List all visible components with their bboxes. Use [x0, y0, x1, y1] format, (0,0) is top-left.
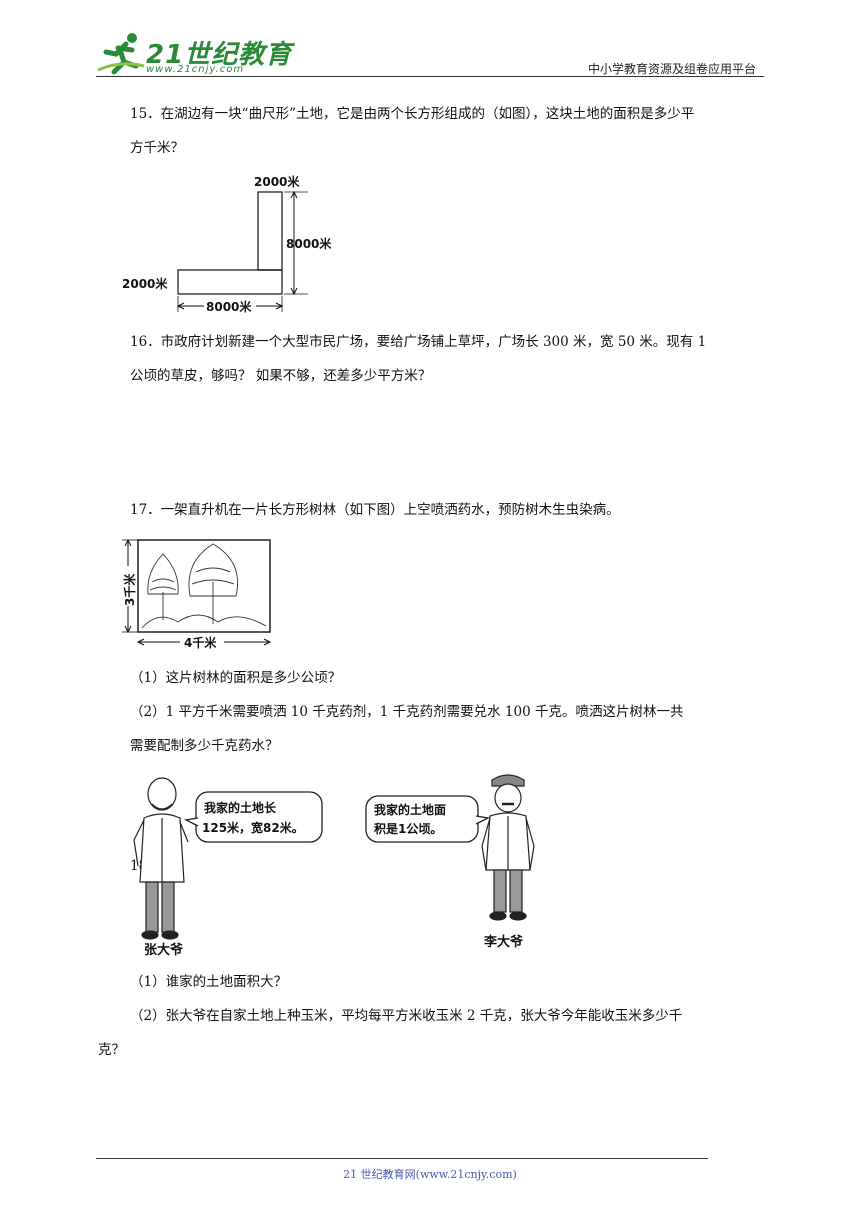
footer-divider — [96, 1158, 708, 1159]
q17-forest-rect — [137, 539, 271, 633]
q15-label-left: 2000米 — [122, 276, 168, 291]
tree-icon — [141, 543, 267, 629]
logo-url: www.21cnjy.com — [146, 64, 245, 75]
q17-sub2-line2: 需要配制多少千克药水？ — [130, 738, 279, 754]
q17-forest-diagram: 3千米 4千米 — [120, 538, 272, 650]
q15-text-line1: 15．在湖边有一块“曲尺形”土地，它是由两个长方形组成的（如图），这块土地的面积… — [130, 106, 695, 122]
q15-horizontal-rect — [177, 269, 283, 295]
q18-sub1: （1）谁家的土地面积大？ — [130, 974, 288, 990]
bubble2-line1: 我家的土地面 — [374, 802, 446, 817]
q17-label-side: 3千米 — [122, 573, 137, 606]
q16-text-line2: 公顷的草皮，够吗？ 如果不够，还差多少平方米？ — [130, 368, 432, 384]
q15-lshape-diagram: 2000米 8000米 2000米 8000米 — [122, 174, 332, 314]
q18-sub2-line2: 克？ — [98, 1042, 125, 1058]
old-man-li-icon — [481, 774, 535, 921]
q16-text-line1: 16．市政府计划新建一个大型市民广场，要给广场铺上草坪，广场长 300 米，宽 … — [130, 334, 707, 350]
q18-illustration: 我家的土地长 125米，宽82米。 我家的土地面 积是1公顷。 张大爷 李大爷 — [133, 774, 535, 958]
old-man-zhang-icon — [133, 777, 189, 940]
q15-vertical-rect — [257, 191, 283, 271]
q15-label-bottom: 8000米 — [206, 299, 252, 314]
header-platform-text: 中小学教育资源及组卷应用平台 — [587, 62, 756, 76]
footer-text[interactable]: 21 世纪教育网(www.21cnjy.com) — [343, 1168, 517, 1181]
q17-label-bottom: 4千米 — [184, 635, 217, 650]
speech-bubble-1 — [195, 791, 323, 843]
q15-label-top: 2000米 — [254, 174, 300, 189]
bubble1-line2: 125米，宽82米。 — [202, 820, 304, 835]
q17-sub1: （1）这片树林的面积是多少公顷？ — [130, 670, 342, 686]
person1-name: 张大爷 — [144, 942, 184, 958]
q18-sub2-line1: （2）张大爷在自家土地上种玉米，平均每平方米收玉米 2 千克，张大爷今年能收玉米… — [130, 1008, 683, 1024]
logo-text: 21世纪教育 — [146, 40, 293, 70]
bubble2-line2: 积是1公顷。 — [374, 821, 442, 836]
q15-text-line2: 方千米？ — [130, 140, 184, 156]
person2-name: 李大爷 — [483, 934, 524, 950]
q15-label-right: 8000米 — [286, 236, 332, 251]
header-divider — [96, 76, 764, 77]
q17-text-line1: 17．一架直升机在一片长方形树林（如下图）上空喷洒药水，预防树木生虫染病。 — [130, 502, 620, 518]
bubble1-line1: 我家的土地长 — [204, 800, 277, 815]
q17-sub2-line1: （2）1 平方千米需要喷洒 10 千克药剂，1 千克药剂需要兑水 100 千克。… — [130, 704, 684, 720]
logo-runner-icon — [97, 33, 145, 75]
